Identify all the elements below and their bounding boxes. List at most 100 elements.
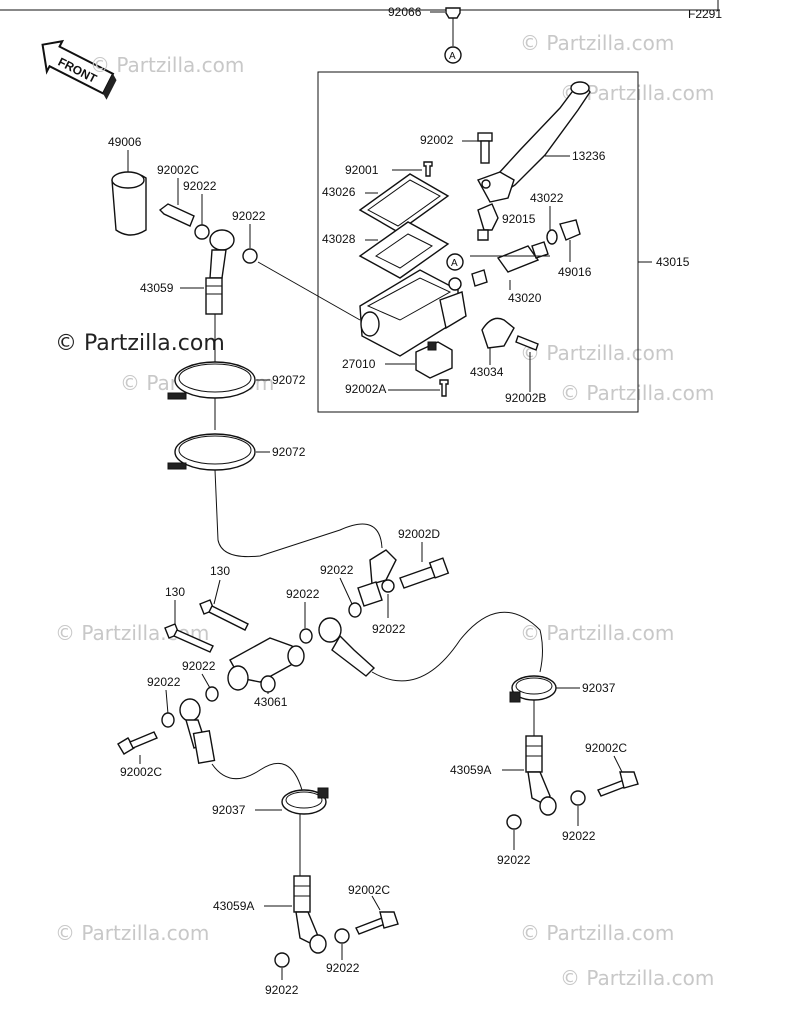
- label-92037-right: 92037: [582, 681, 616, 695]
- pivot-hole: [481, 179, 491, 189]
- callout-a-circle: [446, 253, 464, 271]
- connector-line: [257, 261, 361, 321]
- diaphragm-inner: [375, 233, 433, 269]
- cover-43026: [358, 173, 450, 233]
- label-92022-f: 92022: [182, 659, 216, 673]
- banjo-fitting: [179, 698, 201, 722]
- label-92022-a: 92022: [183, 179, 217, 193]
- piston-seal: [531, 241, 549, 259]
- label-92002C-left: 92002C: [120, 765, 162, 779]
- bolt-130-shank: [208, 605, 249, 631]
- label-43022: 43022: [530, 191, 564, 205]
- front-arrow-icon: FRONT: [41, 39, 117, 100]
- callout-a-label: A: [449, 51, 456, 62]
- bolt-92002c-head: [619, 771, 639, 789]
- clamp-tab: [167, 462, 187, 470]
- label-92022-j: 92022: [326, 961, 360, 975]
- screw-92002a: [439, 379, 449, 397]
- boot-49016: [559, 219, 581, 241]
- label-43020: 43020: [508, 291, 542, 305]
- washer-92022: [161, 712, 175, 728]
- reservoir-opening: [366, 277, 452, 321]
- screw-92001: [423, 161, 433, 177]
- banjo-fitting: [318, 617, 342, 643]
- hose-path: [371, 611, 543, 682]
- label-92002D: 92002D: [398, 527, 440, 541]
- washer-92022: [506, 814, 522, 830]
- lever-tip: [570, 81, 590, 95]
- hose-path: [214, 469, 383, 558]
- clamp-43034: [481, 317, 515, 349]
- label-92072-a: 92072: [272, 373, 306, 387]
- leader-line: [201, 673, 211, 689]
- banjo-eye: [539, 796, 557, 816]
- watermark: © Partzilla.com: [560, 966, 714, 990]
- figure-code: F2291: [688, 7, 722, 21]
- callout-a-label: A: [451, 258, 458, 269]
- cover-inner: [367, 179, 441, 227]
- hose-fitting: [331, 634, 376, 677]
- label-92002A: 92002A: [345, 382, 386, 396]
- banjo-port: [360, 311, 380, 337]
- cap-92066: [445, 7, 461, 19]
- label-43034: 43034: [470, 365, 504, 379]
- label-13236: 13236: [572, 149, 606, 163]
- hose-43059: [205, 277, 223, 315]
- leader-line: [339, 577, 353, 605]
- joint-port: [287, 645, 305, 667]
- callout-a-circle: [444, 46, 462, 64]
- leader-line: [371, 895, 381, 911]
- label-92001: 92001: [345, 163, 379, 177]
- hose-path: [211, 762, 303, 791]
- watermark-dark: © Partzilla.com: [55, 331, 225, 356]
- label-92022-d: 92022: [372, 622, 406, 636]
- hose-43059a-right: [525, 735, 543, 773]
- bleeder-port: [448, 277, 462, 291]
- hose-43059a-left: [293, 875, 311, 913]
- washer-92022: [274, 952, 290, 968]
- clamp-92072-b: [174, 433, 256, 471]
- bolt-92002c-head: [379, 911, 399, 929]
- label-92022-e: 92022: [286, 587, 320, 601]
- piston-43020: [496, 245, 540, 273]
- joint-port: [260, 675, 276, 693]
- banjo-fitting-lower: [357, 581, 383, 607]
- washer-92022: [570, 790, 586, 806]
- clamp-tab: [167, 392, 187, 400]
- label-43059A-right: 43059A: [450, 763, 491, 777]
- label-130-b: 130: [165, 585, 185, 599]
- label-92022-i: 92022: [497, 853, 531, 867]
- washer-92022: [205, 686, 219, 702]
- label-92002C-top: 92002C: [157, 163, 199, 177]
- label-92002B: 92002B: [505, 391, 546, 405]
- washer-92022: [242, 248, 258, 264]
- label-92037-left: 92037: [212, 803, 246, 817]
- label-92002C-right: 92002C: [585, 741, 627, 755]
- leader-line: [613, 755, 623, 773]
- label-130-a: 130: [210, 564, 230, 578]
- bolt-head-92002: [477, 132, 493, 142]
- label-92002-top: 92002: [420, 133, 454, 147]
- label-49006: 49006: [108, 135, 142, 149]
- bolt-92002c-shank: [355, 917, 386, 935]
- label-92072-b: 92072: [272, 445, 306, 459]
- bolt-shank-92002: [480, 140, 490, 164]
- bolt-92002c: [158, 203, 195, 227]
- banjo-fitting: [369, 549, 397, 585]
- label-92022-h: 92022: [562, 829, 596, 843]
- clamp-92072-b-inner: [178, 435, 252, 465]
- clamp-tab: [317, 787, 329, 799]
- washer-92022: [299, 628, 313, 644]
- ring-43022: [546, 229, 558, 245]
- label-43061: 43061: [254, 695, 288, 709]
- switch-terminal: [427, 341, 437, 351]
- part-92015: [477, 203, 499, 231]
- bolt-92002b: [515, 335, 539, 351]
- clamp-92037-left: [281, 789, 327, 815]
- clamp-tab: [509, 691, 521, 703]
- label-92022-c: 92022: [320, 563, 354, 577]
- washer-92022: [348, 602, 362, 618]
- watermark: © Partzilla.com: [90, 53, 244, 77]
